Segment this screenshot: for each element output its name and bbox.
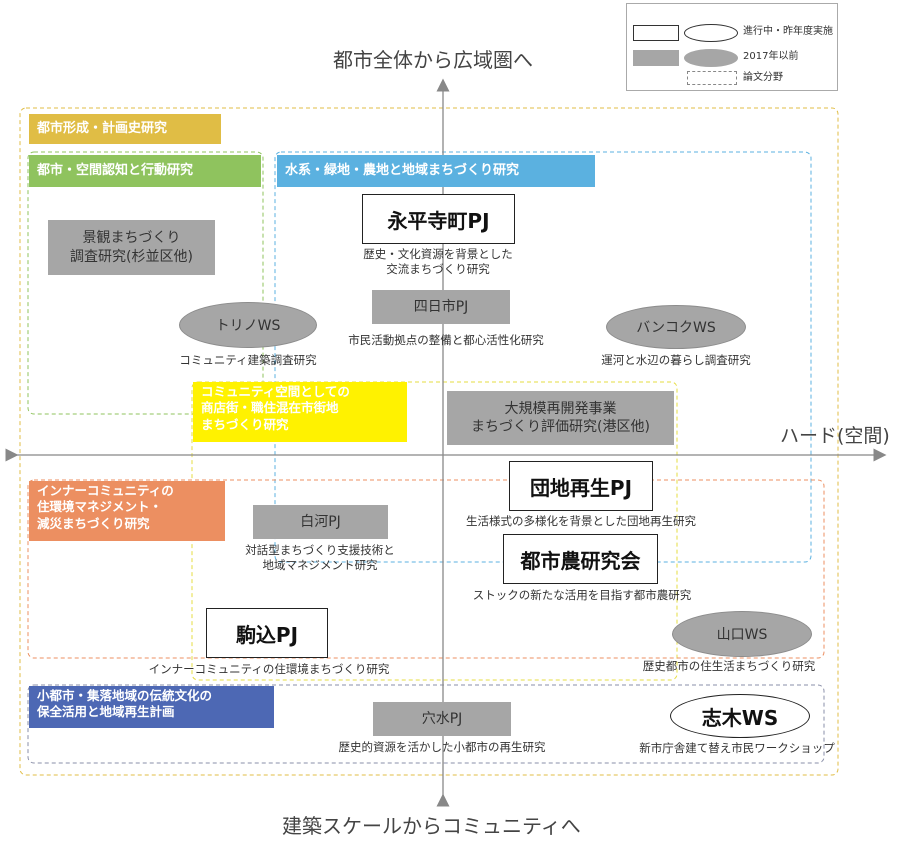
legend-paper-label: 論文分野 bbox=[743, 72, 783, 83]
project-komagome: 駒込PJ bbox=[206, 608, 328, 658]
legend: 進行中・昨年度実施 2017年以前 論文分野 bbox=[626, 3, 838, 91]
caption-anamizu: 歴史的資源を活かした小都市の再生研究 bbox=[338, 740, 546, 754]
legend-gray-ellipse bbox=[684, 49, 738, 67]
caption-yamaguchi: 歴史都市の住生活まちづくり研究 bbox=[642, 659, 816, 673]
axis-label-right: ハード(空間) bbox=[780, 425, 890, 447]
legend-past-label: 2017年以前 bbox=[743, 51, 799, 62]
category-small-city: 小都市・集落地域の伝統文化の 保全活用と地域再生計画 bbox=[29, 686, 274, 728]
project-daikibo: 大規模再開発事業 まちづくり評価研究(港区他) bbox=[447, 391, 674, 445]
caption-toshino: ストックの新たな活用を目指す都市農研究 bbox=[472, 588, 692, 602]
project-toshino: 都市農研究会 bbox=[503, 534, 658, 584]
caption-yokkaichi: 市民活動拠点の整備と都心活性化研究 bbox=[348, 333, 544, 347]
category-inner: インナーコミュニティの 住環境マネジメント・ 減災まちづくり研究 bbox=[29, 481, 225, 541]
legend-gray-rect bbox=[633, 50, 679, 66]
caption-shiki: 新市庁舎建て替え市民ワークショップ bbox=[639, 741, 835, 755]
region-water bbox=[274, 151, 812, 563]
project-bangkok: バンコクWS bbox=[606, 305, 746, 349]
caption-shirakawa: 対話型まちづくり支援技術と 地域マネジメント研究 bbox=[245, 543, 395, 572]
category-urban-history: 都市形成・計画史研究 bbox=[29, 114, 221, 144]
category-water: 水系・緑地・農地と地域まちづくり研究 bbox=[277, 155, 595, 187]
project-yamaguchi: 山口WS bbox=[672, 611, 812, 657]
project-shiki: 志木WS bbox=[670, 694, 810, 738]
project-torino: トリノWS bbox=[179, 302, 317, 348]
project-danchi: 団地再生PJ bbox=[509, 461, 653, 511]
caption-eiheiji: 歴史・文化資源を背景とした 交流まちづくり研究 bbox=[363, 247, 513, 276]
project-anamizu: 穴水PJ bbox=[373, 702, 511, 736]
caption-komagome: インナーコミュニティの住環境まちづくり研究 bbox=[148, 662, 390, 676]
caption-danchi: 生活様式の多様化を背景とした団地再生研究 bbox=[466, 514, 696, 528]
region-urban-history bbox=[19, 107, 839, 776]
category-cognition: 都市・空間認知と行動研究 bbox=[29, 155, 261, 187]
caption-bangkok: 運河と水辺の暮らし調査研究 bbox=[601, 353, 751, 367]
region-cognition bbox=[27, 151, 264, 415]
legend-white-ellipse bbox=[684, 24, 738, 42]
region-inner bbox=[27, 479, 825, 659]
legend-current-label: 進行中・昨年度実施 bbox=[743, 26, 833, 37]
caption-torino: コミュニティ建築調査研究 bbox=[179, 353, 317, 367]
project-eiheiji: 永平寺町PJ bbox=[362, 194, 515, 244]
project-yokkaichi: 四日市PJ bbox=[372, 290, 510, 324]
project-keikan: 景観まちづくり 調査研究(杉並区他) bbox=[48, 220, 215, 275]
project-shirakawa: 白河PJ bbox=[253, 505, 388, 539]
axis-label-top: 都市全体から広域圏へ bbox=[333, 48, 533, 72]
legend-dashed-rect bbox=[687, 71, 737, 85]
axis-label-bottom: 建築スケールからコミュニティへ bbox=[282, 814, 581, 838]
legend-white-rect bbox=[633, 25, 679, 41]
region-small-city bbox=[27, 684, 825, 764]
category-shopping: コミュニティ空間としての 商店街・職住混在市街地 まちづくり研究 bbox=[193, 382, 407, 442]
